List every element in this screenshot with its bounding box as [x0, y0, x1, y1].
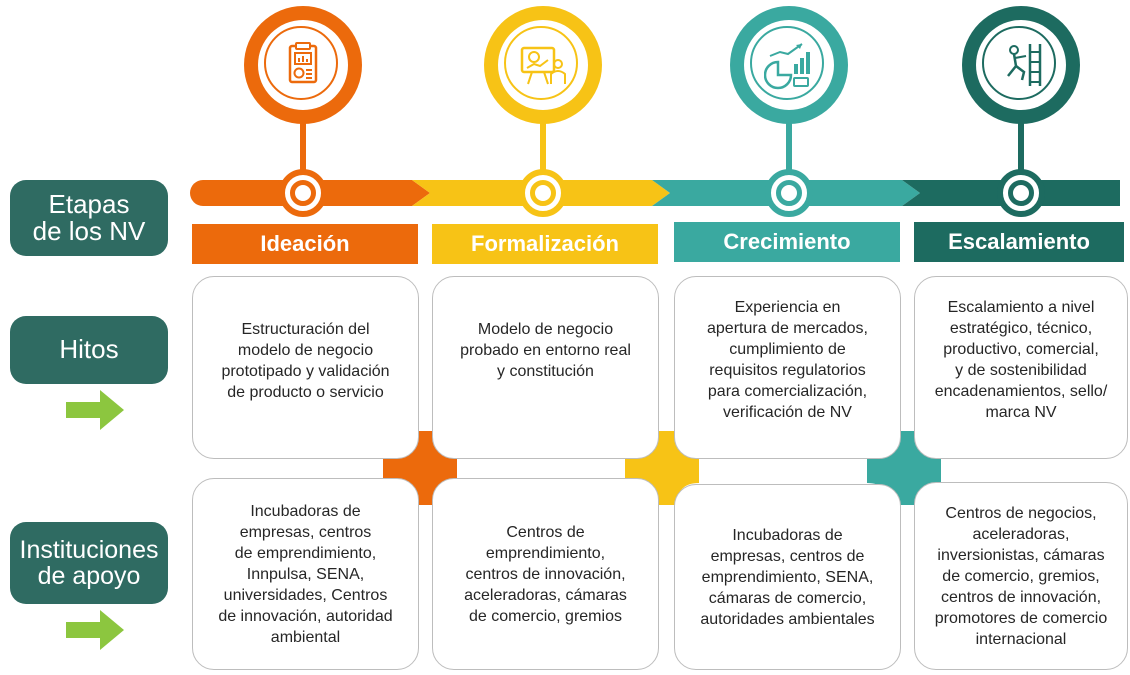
institution-line: universidades, Centros — [223, 586, 388, 604]
timeline-node-formalizacion — [519, 169, 567, 217]
milestone-line: encadenamientos, sello/ — [934, 383, 1108, 400]
growth-chart-icon — [764, 43, 810, 90]
climbing-ladder-icon — [1007, 44, 1042, 86]
institution-line: de comercio, gremios, — [942, 567, 1100, 585]
institutions-card-crecimiento: Incubadoras de empresas, centros de empr… — [674, 484, 901, 670]
milestone-line: probado en entorno real — [460, 342, 631, 359]
institution-line: de innovación, autoridad — [218, 607, 393, 625]
stem-crecimiento — [786, 122, 792, 174]
milestone-line: para comercialización, — [707, 383, 868, 400]
milestone-line: modelo de negocio — [237, 342, 374, 359]
institution-line: aceleradoras, — [972, 525, 1070, 543]
timeline-node-ideacion — [279, 169, 327, 217]
institution-line: autoridades ambientales — [700, 610, 875, 628]
milestone-card-ideacion: Estructuración del modelo de negocio pro… — [192, 276, 419, 459]
institution-line: Incubadoras de — [732, 526, 843, 544]
institution-line: Centros de negocios, — [945, 504, 1097, 522]
stage-header-formalizacion: Formalización — [432, 224, 658, 264]
label-stages: Etapas de los NV — [10, 180, 168, 256]
institutions-card-formalizacion: Centros de emprendimiento, centros de in… — [432, 478, 659, 670]
stage-icon-formalizacion — [484, 6, 602, 124]
milestone-line: requisitos regulatorios — [709, 362, 866, 379]
label-institutions-line-1: Instituciones — [19, 535, 159, 564]
timeline-node-escalamiento — [997, 169, 1045, 217]
milestone-line: prototipado y validación — [221, 363, 390, 380]
institution-line: inversionistas, cámaras — [937, 546, 1105, 564]
milestone-line: y de sostenibilidad — [955, 362, 1087, 379]
institution-line: emprendimiento, SENA, — [701, 568, 874, 586]
milestone-card-crecimiento: Experiencia en apertura de mercados, cum… — [674, 276, 901, 459]
institution-line: Centros de — [506, 523, 585, 541]
timeline-bar — [190, 180, 1120, 206]
institution-line: empresas, centros de — [710, 547, 865, 565]
label-milestones: Hitos — [10, 316, 168, 384]
milestone-card-escalamiento: Escalamiento a nivel estratégico, técnic… — [914, 276, 1128, 459]
milestone-line: Estructuración del — [241, 321, 370, 338]
milestone-card-formalizacion: Modelo de negocio probado en entorno rea… — [432, 276, 659, 459]
stem-escalamiento — [1018, 122, 1024, 174]
timeline-node-crecimiento — [765, 169, 813, 217]
clipboard-chart-icon — [288, 42, 318, 84]
institution-line: de comercio, gremios — [469, 607, 622, 625]
stage-name: Escalamiento — [948, 229, 1090, 254]
milestone-line: Modelo de negocio — [477, 321, 614, 338]
milestone-line: y constitución — [497, 363, 594, 380]
presentation-board-icon — [520, 46, 566, 85]
institutions-card-ideacion: Incubadoras de empresas, centros de empr… — [192, 478, 419, 670]
stage-icon-crecimiento — [730, 6, 848, 124]
arrow-right-icon — [66, 610, 124, 650]
arrow-right-icon — [66, 390, 124, 430]
label-milestones-text: Hitos — [59, 334, 119, 365]
institution-line: de emprendimiento, — [234, 544, 377, 562]
institution-line: cámaras de comercio, — [708, 589, 867, 607]
institution-line: aceleradoras, cámaras — [464, 586, 627, 604]
label-stages-line-1: Etapas — [48, 188, 130, 219]
institution-line: ambiental — [270, 628, 341, 646]
stage-icon-escalamiento — [962, 6, 1080, 124]
institution-line: internacional — [975, 630, 1067, 648]
institution-line: Incubadoras de — [250, 502, 361, 520]
stem-formalizacion — [540, 122, 546, 174]
stage-header-ideacion: Ideación — [192, 224, 418, 264]
institutions-card-escalamiento: Centros de negocios, aceleradoras, inver… — [914, 482, 1128, 670]
stage-name: Crecimiento — [723, 229, 851, 254]
stage-icon-ideacion — [244, 6, 362, 124]
milestone-line: Experiencia en — [734, 299, 841, 316]
stage-name: Formalización — [471, 231, 619, 256]
milestone-line: Escalamiento a nivel — [947, 299, 1095, 316]
milestone-line: apertura de mercados, — [707, 320, 868, 337]
institution-line: empresas, centros — [239, 523, 372, 541]
institution-line: emprendimiento, — [485, 544, 606, 562]
institution-line: promotores de comercio — [934, 609, 1108, 627]
milestone-line: marca NV — [985, 404, 1057, 421]
label-institutions-line-2: de apoyo — [37, 562, 141, 590]
stage-header-crecimiento: Crecimiento — [674, 222, 900, 262]
institution-line: centros de innovación, — [940, 588, 1102, 606]
institution-line: centros de innovación, — [465, 565, 626, 583]
milestone-line: verificación de NV — [723, 404, 852, 421]
stage-name: Ideación — [260, 231, 350, 256]
stage-header-escalamiento: Escalamiento — [914, 222, 1124, 262]
label-stages-line-2: de los NV — [32, 216, 146, 246]
milestone-line: estratégico, técnico, — [949, 320, 1093, 337]
milestone-line: productivo, comercial, — [943, 341, 1099, 358]
milestone-line: de producto o servicio — [227, 384, 384, 401]
stem-ideacion — [300, 122, 306, 174]
milestone-line: cumplimiento de — [729, 341, 846, 358]
label-institutions: Instituciones de apoyo — [10, 522, 168, 604]
institution-line: Innpulsa, SENA, — [246, 565, 365, 583]
